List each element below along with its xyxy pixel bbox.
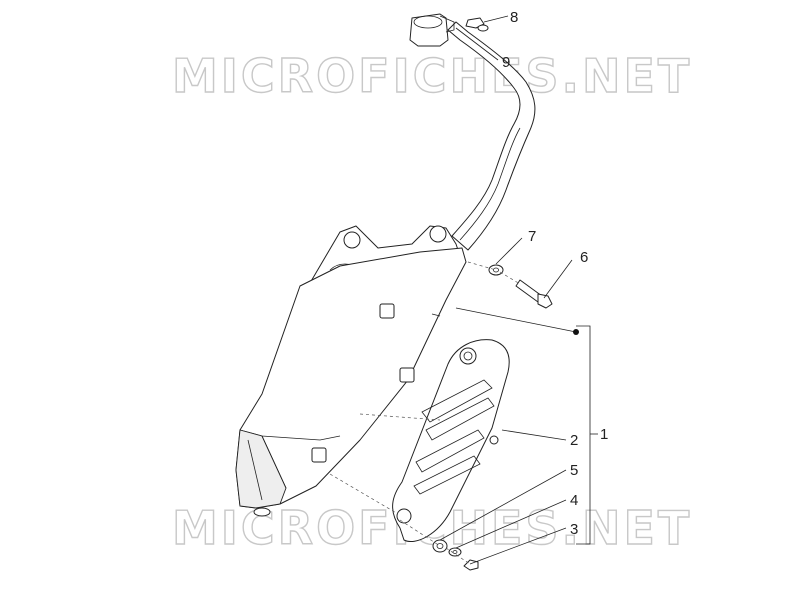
exhaust-flange — [409, 13, 455, 47]
assembly-dot — [573, 329, 579, 335]
leader-lines — [439, 15, 598, 565]
sleeve-part-5 — [432, 539, 448, 553]
washer-part-7 — [488, 264, 504, 276]
assembly-lines — [329, 261, 521, 565]
muffler-body — [235, 247, 467, 517]
callout-9: 9 — [502, 54, 510, 71]
callout-8: 8 — [510, 9, 518, 26]
callout-5: 5 — [570, 462, 578, 479]
callout-4: 4 — [570, 492, 578, 509]
watermark-top: MICROFICHES.NET — [172, 49, 692, 103]
exhaust-header-pipe — [447, 21, 536, 251]
washer-part-4 — [448, 547, 462, 557]
callout-1: 1 — [600, 426, 608, 443]
callout-3: 3 — [570, 521, 578, 538]
callout-2: 2 — [570, 432, 578, 449]
callout-6: 6 — [580, 249, 588, 266]
heat-shield-part-2 — [392, 339, 510, 542]
bolt-part-6 — [515, 279, 553, 309]
callout-7: 7 — [528, 228, 536, 245]
gasket-part-9 — [477, 24, 489, 32]
